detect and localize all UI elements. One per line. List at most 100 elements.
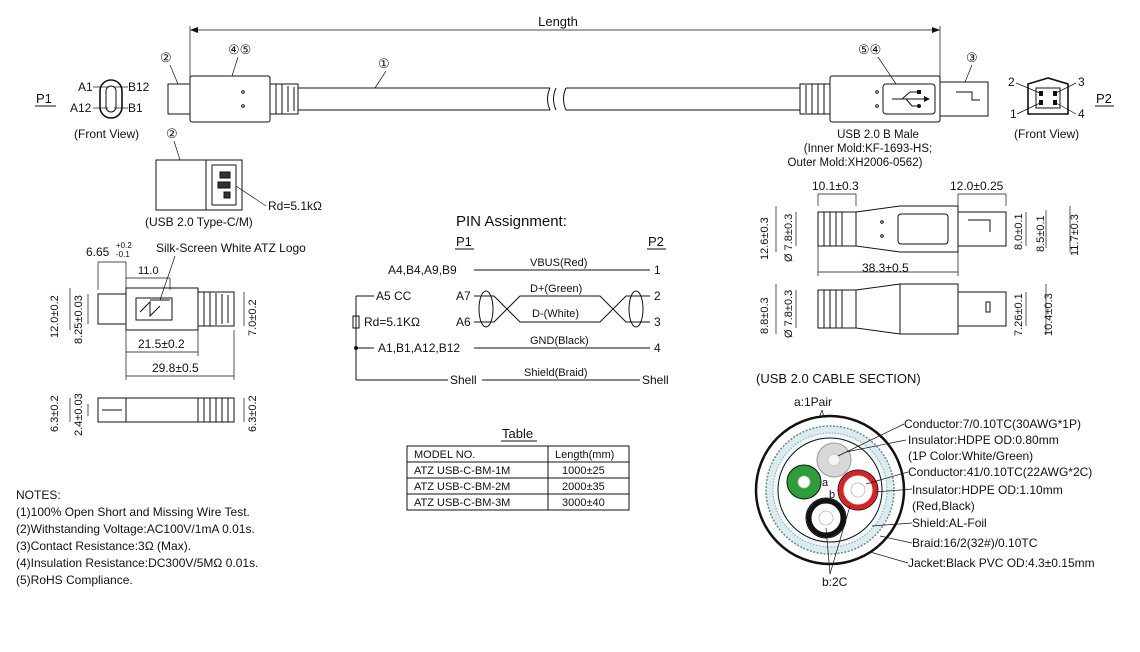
pin-dp-wire: D+(Green): [530, 283, 582, 295]
pin-dp-left: A7: [456, 289, 471, 303]
dim-665: 6.65: [86, 245, 110, 259]
pin-gnd-right: 4: [654, 341, 661, 355]
rdim-80: 8.0±0.1: [1013, 213, 1025, 250]
table-row-2-model: ATZ USB-C-BM-2M: [414, 481, 510, 493]
p2-pin-4: 4: [1078, 107, 1085, 121]
section-callout-1: Conductor:7/0.10TC(30AWG*1P): [904, 417, 1081, 431]
dim-665-tol-dn: -0.1: [116, 250, 130, 259]
table-row-3-model: ATZ USB-C-BM-3M: [414, 497, 510, 509]
section-callout-8: Braid:16/2(32#)/0.10TC: [912, 536, 1038, 550]
model-table: Table MODEL NO. Length(mm) ATZ USB-C-BM-…: [406, 426, 630, 511]
pin-gnd-left: A1,B1,A12,B12: [378, 341, 460, 355]
section-b-label: b:2C: [822, 575, 848, 589]
pin-vbus-left: A4,B4,A9,B9: [388, 263, 457, 277]
section-callout-7: Shield:AL-Foil: [912, 516, 987, 530]
note-5: (5)RoHS Compliance.: [16, 573, 133, 587]
table-row-3-length: 3000±40: [562, 497, 605, 509]
left-dimension-views: 6.65 +0.2 -0.1 Silk-Screen White ATZ Log…: [49, 241, 306, 436]
table-header-length: Length(mm): [555, 449, 614, 461]
section-b-small: b: [829, 489, 835, 501]
pin-rd-label: Rd=5.1KΩ: [364, 315, 420, 329]
section-wire-black: [806, 498, 846, 538]
length-label: Length: [538, 14, 578, 29]
callout-1-top: ①: [378, 56, 390, 71]
dim-110: 11.0: [138, 265, 159, 277]
p2-pin-3: 3: [1078, 75, 1085, 89]
pin-shell-left: Shell: [450, 373, 477, 387]
callout-3-top: ③: [966, 50, 978, 65]
pin-b12-label: B12: [128, 80, 150, 94]
section-callout-5: Insulator:HDPE OD:1.10mm: [912, 483, 1063, 497]
pin-vbus-wire: VBUS(Red): [530, 257, 587, 269]
right-dimension-views: 10.1±0.3 12.0±0.25 12.6±0.3 Ø 7.8±0.3 8.…: [759, 179, 1081, 338]
silk-screen-label: Silk-Screen White ATZ Logo: [156, 241, 306, 255]
p2-label: P2: [1096, 91, 1112, 106]
rdim-88: 8.8±0.3: [759, 297, 771, 334]
note-1: (1)100% Open Short and Missing Wire Test…: [16, 505, 250, 519]
top-assembly: Length P1 A1 A12 B12 B1 (Front View): [35, 14, 1114, 169]
section-wire-red: [838, 470, 878, 510]
section-callout-3: (1P Color:White/Green): [908, 449, 1033, 463]
pin-p2: P2: [648, 234, 664, 249]
section-callout-6: (Red,Black): [912, 499, 975, 513]
section-title: (USB 2.0 CABLE SECTION): [756, 371, 921, 386]
pin-dp-right: 2: [654, 289, 661, 303]
callout-2-top: ②: [160, 50, 172, 65]
dim-120-left: 12.0±0.2: [49, 295, 61, 338]
section-a-label: a:1Pair: [794, 395, 832, 409]
table-row-1-model: ATZ USB-C-BM-1M: [414, 465, 510, 477]
pin-shell-wire: Shield(Braid): [524, 367, 588, 379]
dim-63b: 6.3±0.2: [247, 395, 259, 432]
pin-dm-wire: D-(White): [532, 308, 579, 320]
note-2: (2)Withstanding Voltage:AC100V/1mA 0.01s…: [16, 522, 255, 536]
dim-298: 29.8±0.5: [152, 361, 199, 375]
rdim-126: 12.6±0.3: [759, 217, 771, 260]
dim-215: 21.5±0.2: [138, 337, 185, 351]
p2-pin-1: 1: [1010, 107, 1017, 121]
table-row-2-length: 2000±35: [562, 481, 605, 493]
cable-section: (USB 2.0 CABLE SECTION) a:1Pair a b b:2C: [754, 371, 1095, 589]
note-4: (4)Insulation Resistance:DC300V/5MΩ 0.01…: [16, 556, 258, 570]
notes: NOTES: (1)100% Open Short and Missing Wi…: [16, 488, 258, 587]
pin-shell-right: Shell: [642, 373, 669, 387]
pin-a5-label: A5 CC: [376, 289, 412, 303]
section-callout-4: Conductor:41/0.10TC(22AWG*2C): [908, 465, 1092, 479]
pin-dm-right: 3: [654, 315, 661, 329]
dim-24: 2.4±0.03: [73, 393, 85, 436]
pin-b1-label: B1: [128, 101, 143, 115]
typec-detail: ② Rd=5.1kΩ (USB 2.0 Type-C/M): [145, 126, 322, 229]
usb-b-title: USB 2.0 B Male: [837, 129, 919, 141]
dim-70: 7.0±0.2: [247, 299, 259, 336]
p1-label: P1: [36, 91, 52, 106]
note-3: (3)Contact Resistance:3Ω (Max).: [16, 539, 191, 553]
pin-dm-left: A6: [456, 315, 471, 329]
callout-45-top: ④⑤: [228, 42, 251, 57]
usb-b-outer: Outer Mold:XH2006-0562): [788, 157, 923, 169]
pin-a1-label: A1: [78, 80, 93, 94]
table-title: Table: [502, 426, 533, 441]
typec-caption: (USB 2.0 Type-C/M): [145, 215, 253, 229]
pin-p1: P1: [456, 234, 472, 249]
table-header-model: MODEL NO.: [414, 449, 475, 461]
front-view-right: (Front View): [1014, 127, 1079, 141]
section-a-small: a: [822, 477, 829, 489]
rdim-78a: Ø 7.8±0.3: [783, 214, 795, 262]
dim-665-tol-up: +0.2: [116, 241, 132, 250]
rdim-104: 10.4±0.3: [1043, 293, 1055, 336]
pin-gnd-wire: GND(Black): [530, 335, 589, 347]
pin-vbus-right: 1: [654, 263, 661, 277]
dim-825: 8.25±0.03: [73, 295, 85, 344]
table-row-1-length: 1000±25: [562, 465, 605, 477]
rdim-85: 8.5±0.1: [1035, 215, 1047, 252]
rdim-726: 7.26±0.1: [1013, 293, 1025, 336]
typec-callout: ②: [166, 126, 178, 141]
section-callout-9: Jacket:Black PVC OD:4.3±0.15mm: [908, 556, 1095, 570]
typec-rd-label: Rd=5.1kΩ: [268, 199, 322, 213]
dim-63a: 6.3±0.2: [49, 395, 61, 432]
usb-b-inner: (Inner Mold:KF-1693-HS;: [804, 143, 932, 155]
rdim-101: 10.1±0.3: [812, 179, 859, 193]
notes-title: NOTES:: [16, 488, 61, 502]
pin-a12-label: A12: [70, 101, 92, 115]
rdim-78b: Ø 7.8±0.3: [783, 290, 795, 338]
